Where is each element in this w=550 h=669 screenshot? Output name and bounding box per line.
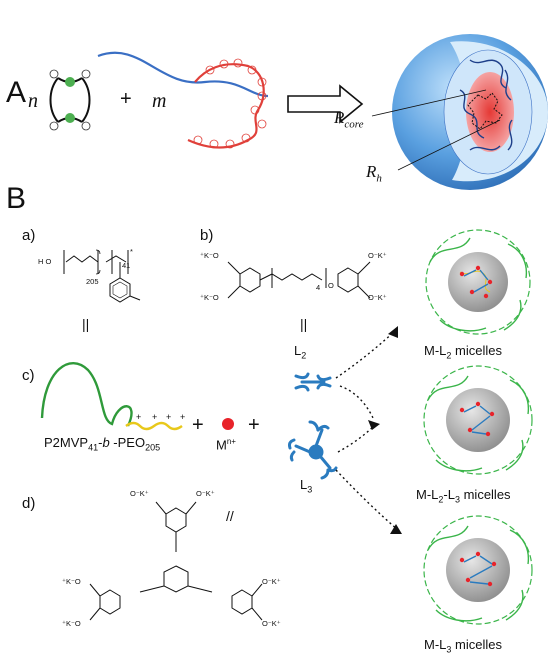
chem-a-ho: H O	[38, 257, 52, 266]
chem-a-205: 205	[86, 277, 99, 286]
svg-text:+: +	[152, 412, 157, 422]
micelle-label-m-l3: M-L3 micelles	[424, 637, 502, 655]
label-l2: L2	[294, 343, 307, 361]
r-core-label: Rcore	[334, 108, 364, 131]
plus-sign-b2: +	[248, 414, 260, 436]
reaction-arrow-a	[287, 84, 364, 124]
svg-text:+: +	[136, 412, 141, 422]
panel-b-letter: B	[6, 182, 27, 215]
equiv-b: ||	[300, 316, 308, 332]
ligand-l3-icon	[288, 420, 338, 480]
chem-d-k3: ⁺K⁻O	[62, 577, 81, 586]
sub-c-label: c)	[22, 367, 35, 384]
chem-b-k-tr: O⁻K⁺	[368, 251, 387, 260]
chem-b-n4: 4	[316, 283, 321, 292]
red-chain	[187, 63, 265, 149]
label-l3: L3	[300, 477, 313, 495]
chem-b-k-tl: ⁺K⁻O	[200, 251, 219, 260]
chem-b-k-br: O⁻K⁺	[368, 293, 387, 302]
r-h-label: Rh	[366, 162, 382, 185]
micelle-label-m-l2: M-L2 micelles	[424, 343, 502, 361]
ligand-l2-icon	[294, 372, 332, 392]
chem-d-k6: O⁻K⁺	[262, 619, 281, 628]
green-polymer-chain	[40, 361, 133, 427]
coefficient-m: m	[152, 90, 167, 112]
micelle-m-l2-l3	[423, 365, 533, 475]
chem-b-o: O	[328, 281, 334, 290]
micelle-sphere	[371, 34, 548, 190]
micelle-label-m-l2-l3: M-L2-L3 micelles	[416, 487, 511, 505]
equiv-d: //	[226, 508, 234, 524]
chem-d-k5: O⁻K⁺	[262, 577, 281, 586]
chem-d-k2: O⁻K⁺	[196, 489, 215, 498]
chem-b-k-bl: ⁺K⁻O	[200, 293, 219, 302]
arrow-heads	[368, 326, 402, 534]
plus-sign-b1: +	[192, 414, 204, 436]
sub-d-label: d)	[22, 495, 36, 512]
equiv-a: ||	[82, 316, 90, 332]
micelle-m-l2	[425, 229, 531, 335]
panel-a-letter: A	[6, 76, 27, 109]
coefficient-n: n	[28, 90, 38, 112]
blue-chain	[97, 51, 269, 98]
chem-d-k1: O⁻K⁺	[130, 489, 149, 498]
sub-b-label: b)	[200, 227, 214, 244]
svg-text:+: +	[180, 412, 185, 422]
svg-text:+: +	[166, 412, 171, 422]
sub-a-label: a)	[22, 227, 36, 244]
metal-label: Mn+	[216, 437, 236, 453]
chem-d-k4: ⁺K⁻O	[62, 619, 81, 628]
crosslinker-unit	[49, 69, 91, 131]
yellow-polymer-block	[125, 421, 183, 431]
positive-charges	[193, 58, 267, 149]
micelle-m-l3	[423, 515, 533, 625]
chem-a-41: 41	[122, 261, 131, 270]
polymer-label: P2MVP41-b -PEO205	[44, 435, 161, 453]
metal-ion	[222, 418, 234, 430]
polymer-charges: + + + +	[136, 412, 185, 422]
chem-a-star: *	[130, 247, 133, 256]
plus-sign-a: +	[120, 88, 132, 110]
